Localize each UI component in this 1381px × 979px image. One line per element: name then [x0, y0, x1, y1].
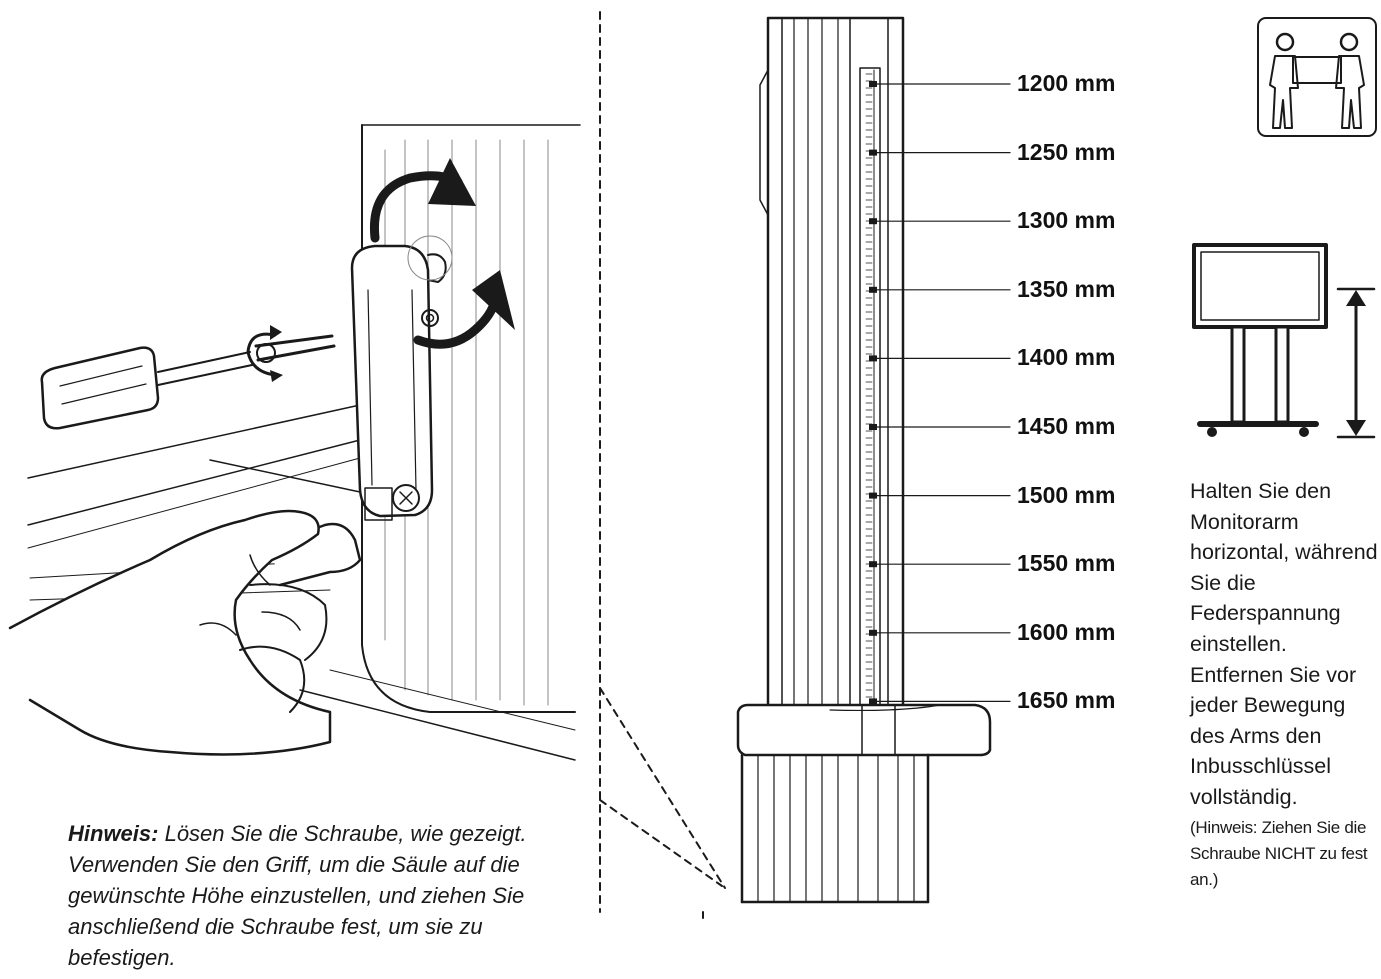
scale-marker: [869, 561, 877, 568]
scale-marker: [869, 492, 877, 499]
height-label: 1350 mm: [1017, 275, 1116, 302]
height-label: 1400 mm: [1017, 344, 1116, 371]
side-note: Halten Sie den Monitorarm horizontal, wä…: [1190, 476, 1381, 893]
scale-marker: [869, 149, 877, 156]
scale-marker: [869, 81, 877, 87]
scale-marker: [869, 629, 877, 636]
scale-marker: [869, 698, 877, 705]
height-label: 1650 mm: [1017, 687, 1116, 714]
hint-note: Hinweis: Lösen Sie die Schraube, wie gez…: [68, 818, 588, 973]
scale-marker: [869, 286, 877, 293]
scale-marker: [869, 355, 877, 362]
crank-handle-icon: [350, 235, 453, 521]
column-height-scale: [702, 16, 1011, 919]
side-note-small: (Hinweis: Ziehen Sie die Schraube NICHT …: [1190, 817, 1368, 889]
height-label: 1200 mm: [1017, 70, 1116, 96]
height-label: 1450 mm: [1017, 413, 1116, 439]
hand-illustration: [8, 509, 362, 756]
rotate-arrow-icon: [246, 158, 515, 382]
height-label: 1250 mm: [1017, 138, 1116, 165]
side-note-main: Halten Sie den Monitorarm horizontal, wä…: [1190, 479, 1378, 809]
zoom-guide-lines: [599, 11, 726, 913]
two-person-lift-icon: [1257, 17, 1377, 137]
screwdriver-icon: [40, 334, 336, 430]
height-label: 1550 mm: [1017, 550, 1116, 577]
scale-marker: [869, 218, 877, 225]
hint-text: Lösen Sie die Schraube, wie gezeigt. Ver…: [68, 821, 527, 970]
height-label: 1300 mm: [1017, 207, 1116, 234]
height-label: 1500 mm: [1017, 481, 1116, 508]
height-label: 1600 mm: [1017, 618, 1116, 645]
display-stand-height-icon: [1192, 243, 1376, 439]
hint-label: Hinweis:: [68, 821, 159, 846]
scale-marker: [869, 424, 877, 430]
